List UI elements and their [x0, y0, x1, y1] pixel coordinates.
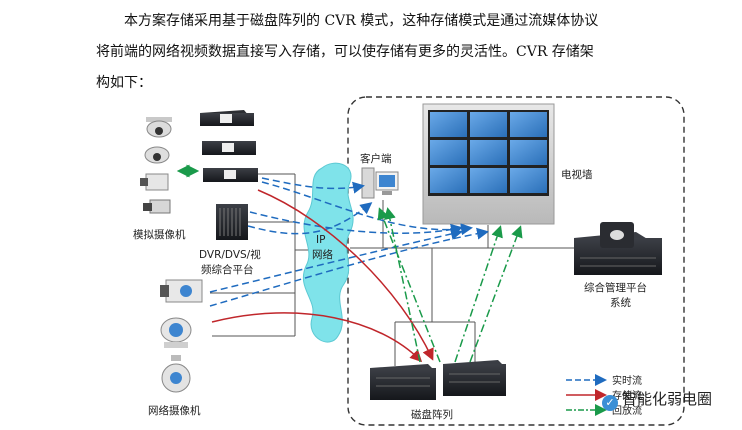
mgmt-label-line2: 系统	[610, 296, 631, 309]
disk-array-label: 磁盘阵列	[411, 408, 453, 421]
computer-icon	[361, 167, 399, 199]
client-label: 客户端	[360, 152, 392, 165]
legend-realtime-label: 实时流	[612, 374, 642, 387]
ip-network-cloud: IP 网络	[302, 162, 354, 343]
dvr-devices: DVR/DVS/视 频综合平台	[199, 110, 261, 276]
disk-array-icon	[443, 360, 506, 396]
playback-stream-lines	[377, 207, 523, 363]
dome-camera-icon	[160, 317, 192, 348]
analog-camera-label: 模拟摄像机	[133, 228, 186, 241]
box-camera-icon	[160, 279, 203, 303]
legend: 实时流 存储流 回放流	[566, 374, 642, 417]
watermark-text: 智能化弱电圈	[622, 390, 713, 408]
watermark: ✓智能化弱电圈	[602, 388, 712, 411]
dvr-box-icon	[202, 141, 256, 155]
dvr-box-icon	[203, 168, 258, 182]
video-wall-screens	[430, 112, 547, 193]
dome-camera-icon	[144, 146, 170, 164]
dvr-label-line2: 频综合平台	[201, 263, 254, 276]
paragraph-line-1: 本方案存储采用基于磁盘阵列的 CVR 模式，这种存储模式是通过流媒体协议	[124, 13, 599, 29]
video-wall: 电视墙	[422, 103, 593, 225]
legend-storage: 存储流	[566, 389, 642, 402]
dvr-label-line1: DVR/DVS/视	[199, 248, 261, 261]
realtime-stream-lines	[209, 177, 489, 307]
dvr-box-icon	[200, 110, 254, 126]
legend-realtime: 实时流	[566, 374, 642, 387]
legend-playback-label: 回放流	[612, 404, 642, 417]
paragraph-line-3: 构如下：	[96, 75, 152, 91]
management-server: 综合管理平台 系统	[574, 222, 662, 309]
bullet-camera-icon	[143, 199, 171, 214]
client-pc: 客户端	[360, 152, 399, 199]
storage-stream-lines	[211, 189, 434, 363]
disk-array-icon	[370, 364, 436, 400]
network-camera-label: 网络摄像机	[148, 404, 201, 417]
mgmt-label-line1: 综合管理平台	[584, 281, 647, 294]
ptz-camera-icon	[161, 355, 191, 393]
network-label: 网络	[312, 248, 333, 261]
box-camera-icon	[140, 173, 169, 191]
wechat-icon: ✓	[602, 395, 618, 411]
dome-camera-icon	[146, 117, 172, 138]
network-cameras: 网络摄像机	[148, 279, 203, 417]
video-platform-icon	[216, 204, 248, 240]
video-wall-label: 电视墙	[561, 168, 593, 181]
analog-cameras: 模拟摄像机	[133, 117, 186, 241]
legend-playback: 回放流	[566, 404, 642, 417]
ip-label: IP	[316, 234, 325, 246]
disk-arrays: 磁盘阵列	[370, 360, 506, 421]
intro-paragraph: 本方案存储采用基于磁盘阵列的 CVR 模式，这种存储模式是通过流媒体协议 将前端…	[96, 6, 696, 99]
paragraph-line-2: 将前端的网络视频数据直接写入存储，可以使存储有更多的灵活性。CVR 存储架	[96, 44, 594, 60]
legend-storage-label: 存储流	[612, 389, 642, 402]
